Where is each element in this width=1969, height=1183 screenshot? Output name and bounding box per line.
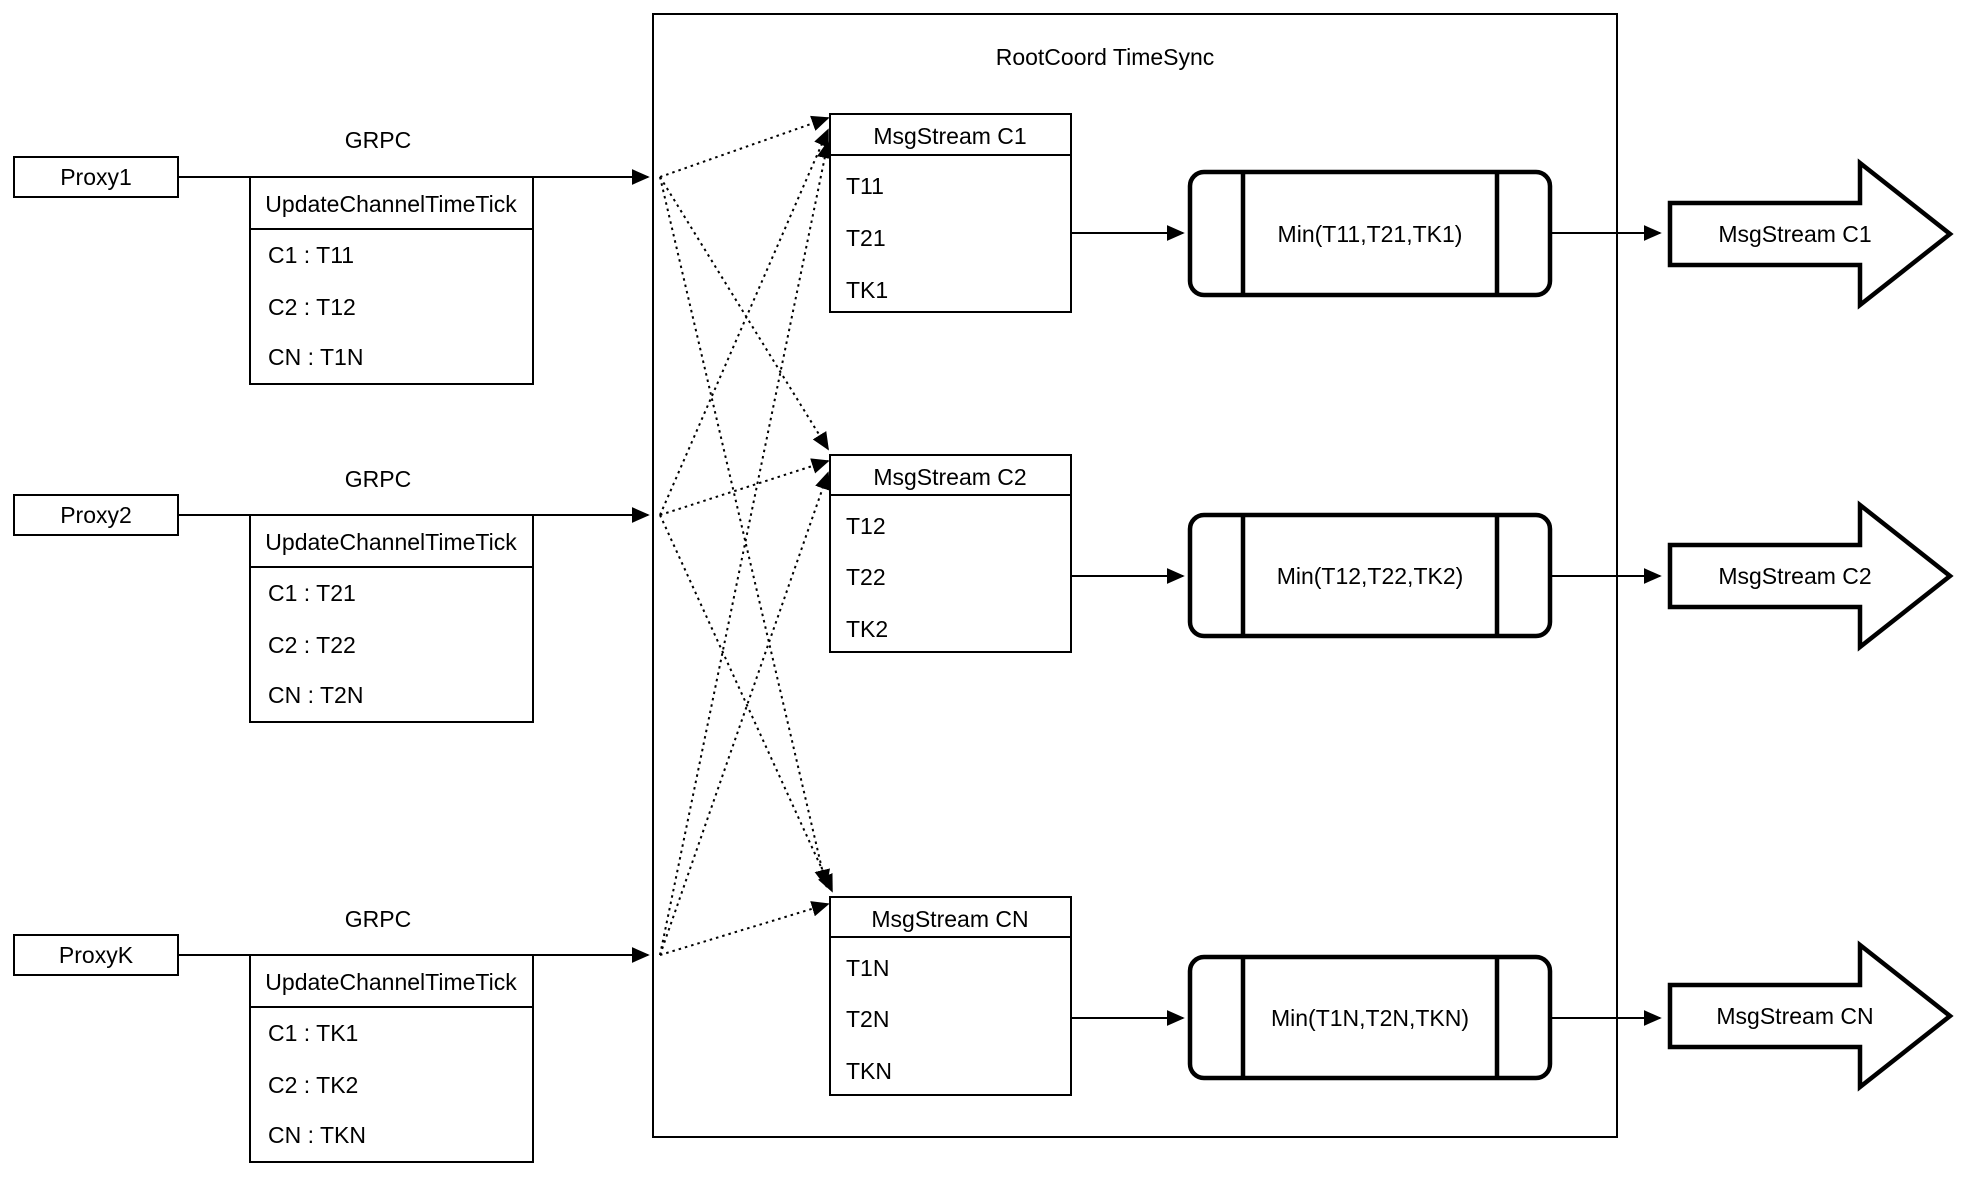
tick-value: T1N <box>846 955 889 981</box>
msgstream-table-box <box>829 896 1072 1096</box>
grpc-label: GRPC <box>345 127 411 153</box>
timetick-dotted-arrow <box>659 471 831 956</box>
msgstream-table-header: MsgStream C1 <box>873 123 1026 149</box>
update-message-table: UpdateChannelTimeTick C1 : T21 C2 : T22 … <box>249 514 534 723</box>
tick-value: T11 <box>846 173 884 199</box>
message-row: C1 : TK1 <box>268 1020 358 1046</box>
msgstream-table-box <box>829 113 1072 313</box>
min-label: Min(T12,T22,TK2) <box>1277 563 1464 589</box>
msgstream-table: MsgStream CN T1N T2N TKN <box>829 896 1072 1096</box>
tick-value: TK1 <box>846 277 888 303</box>
update-message-table: UpdateChannelTimeTick C1 : T11 C2 : T12 … <box>249 176 534 385</box>
proxy-group: Proxy2 GRPC UpdateChannelTimeTick C1 : T… <box>13 466 650 723</box>
timetick-dotted-arrow <box>659 140 833 956</box>
tick-value: TK2 <box>846 616 888 642</box>
update-message-table: UpdateChannelTimeTick C1 : TK1 C2 : TK2 … <box>249 954 534 1163</box>
proxy-group: ProxyK GRPC UpdateChannelTimeTick C1 : T… <box>13 906 650 1163</box>
proxy-box <box>13 934 179 976</box>
grpc-label: GRPC <box>345 466 411 492</box>
tick-value: T12 <box>846 513 886 539</box>
msgstream-table-box <box>829 454 1072 653</box>
tick-value: T21 <box>846 225 886 251</box>
min-operator-box: Min(T11,T21,TK1) <box>1187 169 1553 298</box>
stream-group: MsgStream CN T1N T2N TKN Min(T1N,T2N,TKN… <box>829 896 1954 1096</box>
message-table-header: UpdateChannelTimeTick <box>265 529 517 555</box>
tick-value: TKN <box>846 1058 892 1084</box>
rootcoord-title: RootCoord TimeSync <box>996 44 1215 70</box>
min-operator-box: Min(T1N,T2N,TKN) <box>1187 954 1553 1081</box>
message-row: C2 : T22 <box>268 632 356 658</box>
stream-group: MsgStream C2 T12 T22 TK2 Min(T12,T22,TK2… <box>829 454 1954 653</box>
output-arrow-shape <box>1667 500 1954 652</box>
min-label: Min(T11,T21,TK1) <box>1278 221 1463 247</box>
proxy-label: Proxy1 <box>60 164 132 190</box>
tick-value: T22 <box>846 564 886 590</box>
msgstream-table: MsgStream C1 T11 T21 TK1 <box>829 113 1072 313</box>
proxy-label: Proxy2 <box>60 502 132 528</box>
message-table-box <box>249 176 534 385</box>
timetick-dotted-arrow <box>659 176 831 888</box>
output-stream-label: MsgStream CN <box>1716 1003 1873 1029</box>
output-stream-label: MsgStream C1 <box>1718 221 1871 247</box>
message-row: CN : T1N <box>268 344 363 370</box>
stream-group: MsgStream C1 T11 T21 TK1 Min(T11,T21,TK1… <box>829 113 1954 313</box>
timetick-dotted-arrow <box>659 128 829 516</box>
message-row: C2 : T12 <box>268 294 356 320</box>
proxy-group: Proxy1 GRPC UpdateChannelTimeTick C1 : T… <box>13 127 650 385</box>
output-arrow-shape <box>1667 940 1954 1092</box>
msgstream-table: MsgStream C2 T12 T22 TK2 <box>829 454 1072 653</box>
message-table-header: UpdateChannelTimeTick <box>265 969 517 995</box>
tick-value: T2N <box>846 1006 889 1032</box>
proxy-box <box>13 494 179 536</box>
msgstream-table-header: MsgStream C2 <box>873 464 1026 490</box>
message-row: C1 : T21 <box>268 580 356 606</box>
grpc-label: GRPC <box>345 906 411 932</box>
proxy-label: ProxyK <box>59 942 134 968</box>
msgstream-table-header: MsgStream CN <box>871 906 1028 932</box>
timetick-dispatch-arrows <box>659 115 833 956</box>
message-table-box <box>249 514 534 723</box>
timetick-dotted-arrow <box>659 514 833 893</box>
message-row: C1 : T11 <box>268 242 354 268</box>
min-label: Min(T1N,T2N,TKN) <box>1271 1005 1469 1031</box>
message-table-box <box>249 954 534 1163</box>
message-row: C2 : TK2 <box>268 1072 358 1098</box>
message-row: CN : TKN <box>268 1122 366 1148</box>
output-arrow-shape <box>1667 158 1954 310</box>
min-operator-box: Min(T12,T22,TK2) <box>1187 512 1553 639</box>
message-table-header: UpdateChannelTimeTick <box>265 191 517 217</box>
output-stream-label: MsgStream C2 <box>1718 563 1871 589</box>
message-row: CN : T2N <box>268 682 363 708</box>
proxy-box <box>13 156 179 198</box>
timetick-dotted-arrow <box>659 176 829 451</box>
